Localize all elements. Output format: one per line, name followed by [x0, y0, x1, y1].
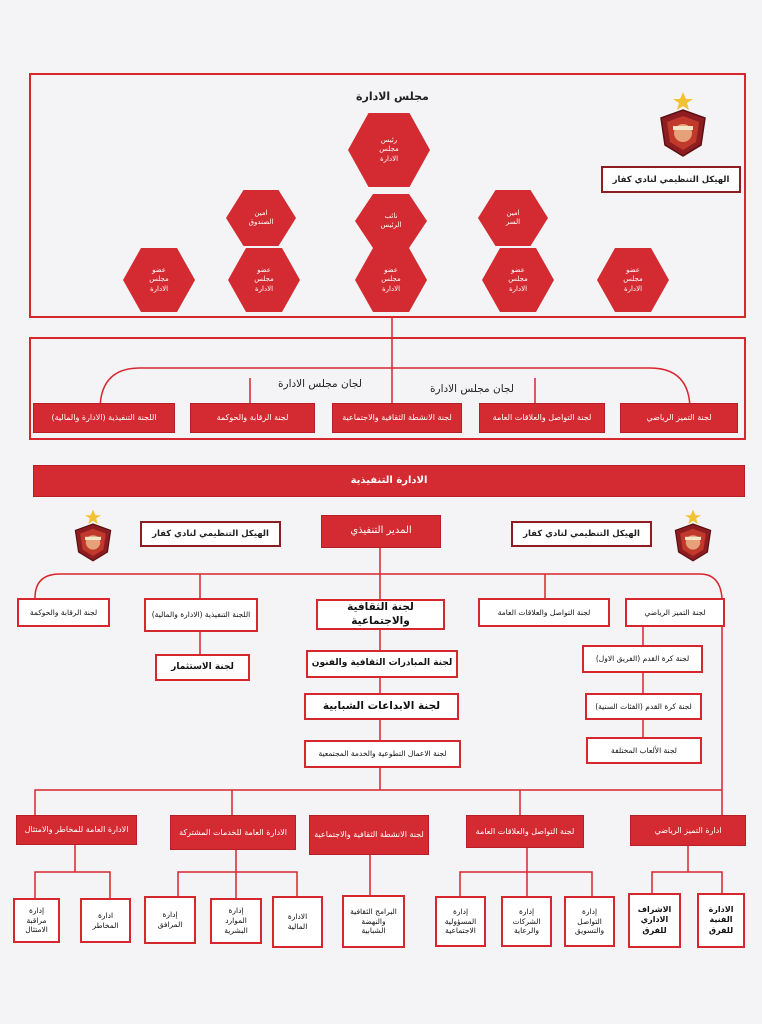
exec-title-left: الهيكل التنظيمي لنادي كفار [140, 521, 281, 547]
unit-partnerships: إدارة الشركات والرعاية [501, 896, 552, 947]
unit-marketing: إدارة التواصل والتسويق [564, 896, 615, 947]
committees-label-left: لجان مجلس الادارة [278, 378, 362, 390]
unit-compliance-monitoring: إدارة مراقبة الامتثال [13, 898, 60, 943]
exec-committee-governance: لجنة الرقابة والحوكمة [17, 598, 110, 627]
dept-sport-excellence: ادارة التميز الرياضي [630, 815, 746, 846]
unit-social-responsibility: إدارة المسؤولية الاجتماعية [435, 896, 486, 947]
committees-frame [29, 337, 746, 440]
club-logo [653, 90, 713, 160]
board-frame [29, 73, 746, 318]
youth-creativity-committee: لجنة الابداعات الشبابية [304, 693, 459, 720]
committee-executive: اللجنة التنفيذية (الادارة والمالية) [33, 403, 175, 433]
unit-cultural-programs: البرامج الثقافية والنهضة الشبابية [342, 895, 405, 948]
investment-committee: لجنة الاستثمار [155, 654, 250, 681]
vice-chairman-hex: نائب الرئيس [355, 194, 427, 248]
unit-finance: الادارة المالية [272, 896, 323, 948]
unit-human-resources: إدارة الموارد البشرية [210, 898, 262, 944]
volunteer-committee: لجنة الاعمال التطوعية والخدمة المجتمعية [304, 740, 461, 768]
unit-risk: ادارة المخاطر [80, 898, 131, 943]
committee-communication: لجنة التواصل والعلاقات العامة [479, 403, 605, 433]
board-title: مجلس الادارة [356, 90, 429, 103]
executive-bar: الادارة التنفيذية [33, 465, 745, 497]
exec-committee-executive: اللجنة التنفيذية (الادارة والمالية) [144, 598, 258, 632]
exec-committee-sport: لجنة التميز الرياضي [625, 598, 725, 627]
exec-committee-communication: لجنة التواصل والعلاقات العامة [478, 598, 610, 627]
exec-title-right: الهيكل التنظيمي لنادي كفار [511, 521, 652, 547]
exec-committee-cultural: لجنة الثقافية والاجتماعية [316, 599, 445, 630]
football-first-team: لجنة كرة القدم (الفريق الاول) [582, 645, 703, 673]
dept-communication: لجنة التواصل والعلاقات العامة [466, 815, 584, 848]
club-logo-left [68, 508, 118, 564]
dept-risk-compliance: الادارة العامة للمخاطر والامتثال [16, 815, 137, 845]
dept-cultural-social: لجنة الانشطة الثقافية والاجتماعية [309, 815, 429, 855]
culture-initiatives-committee: لجنة المبادرات الثقافية والفنون [306, 650, 458, 678]
football-youth: لجنة كرة القدم (الفئات السنية) [585, 693, 702, 720]
committee-cultural: لجنة الانشطة الثقافية والاجتماعية [332, 403, 462, 433]
org-structure-title: الهيكل التنظيمي لنادي كفار [601, 166, 741, 193]
unit-facilities: إدارة المرافق [144, 896, 196, 944]
various-games: لجنة الألعاب المختلفة [586, 737, 702, 764]
committee-sport: لجنة التميز الرياضي [620, 403, 738, 433]
unit-technical: الادارة الفنية للفرق [697, 893, 745, 948]
club-logo-right [668, 508, 718, 564]
dept-shared-services: الادارة العامة للخدمات المشتركة [170, 815, 296, 850]
committees-label-right: لجان مجلس الادارة [430, 383, 514, 395]
committee-governance: لجنة الرقابة والحوكمة [190, 403, 315, 433]
unit-admin-supervision: الاشراف الاداري للفرق [628, 893, 681, 948]
executive-director: المدير التنفيذي [321, 515, 441, 548]
